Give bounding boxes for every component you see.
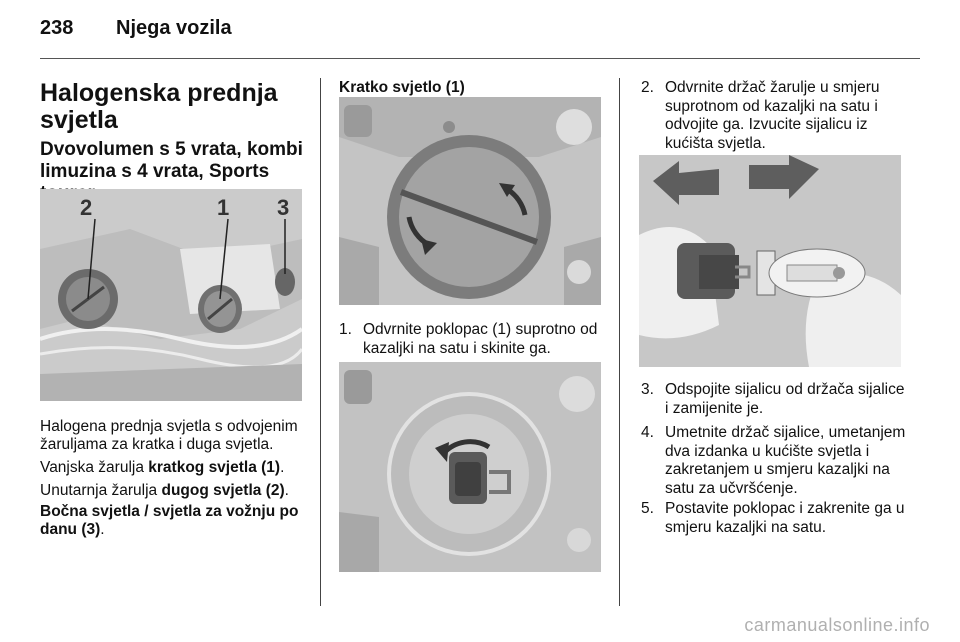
step-2-text: Odvrnite držač žarulje u smjeru suprotno…: [665, 79, 880, 152]
cover-removal-illustration: [339, 97, 601, 305]
header-rule: [40, 58, 920, 59]
step-5: 5. Postavite poklopac i zakrenite ga u s…: [641, 500, 907, 537]
step-4-text: Umetnite držač sijalice, umetanjem dva i…: [665, 424, 906, 497]
callout-2: 2: [80, 195, 93, 220]
side-light-bold: Bočna svjetla / svjetla za vožnju po dan…: [40, 503, 299, 538]
section-title: Njega vozila: [116, 17, 232, 39]
outer-bulb-paragraph: Vanjska žarulja kratkog svjetla (1).: [40, 459, 308, 477]
step-3-number: 3.: [641, 381, 654, 398]
holder-removal-illustration: [339, 362, 601, 572]
headlamp-overview-illustration: 2 1 3: [40, 189, 302, 401]
intro-paragraph: Halogena prednja svjetla s odvojenim žar…: [40, 418, 298, 453]
column-divider-2: [619, 78, 620, 606]
step-2: 2. Odvrnite držač žarulje u smjeru supro…: [641, 79, 907, 153]
step-5-text: Postavite poklopac i zakrenite ga u smje…: [665, 500, 905, 536]
page-number: 238: [40, 17, 74, 39]
inner-bulb-prefix: Unutarnja žarulja: [40, 482, 162, 499]
watermark: carmanualsonline.info: [744, 615, 930, 635]
side-light-period: .: [100, 521, 105, 538]
step-3: 3. Odspojite sijalicu od držača sijalice…: [641, 381, 907, 418]
callout-3: 3: [277, 195, 290, 220]
outer-bulb-prefix: Vanjska žarulja: [40, 459, 149, 476]
step-1: 1. Odvrnite poklopac (1) suprotno od kaz…: [339, 321, 605, 358]
inner-bulb-paragraph: Unutarnja žarulja dugog svjetla (2).: [40, 482, 308, 500]
column-divider-1: [320, 78, 321, 606]
side-light-paragraph: Bočna svjetla / svjetla za vožnju po dan…: [40, 503, 308, 539]
outer-bulb-period: .: [280, 459, 285, 476]
callout-1: 1: [217, 195, 230, 220]
bulb-removal-illustration: [639, 155, 901, 367]
step-5-number: 5.: [641, 500, 654, 517]
outer-bulb-bold: kratkog svjetla (1): [148, 459, 281, 476]
step-2-number: 2.: [641, 79, 654, 96]
inner-bulb-bold: dugog svjetla (2): [161, 482, 285, 499]
step-4-number: 4.: [641, 424, 654, 441]
step-4: 4. Umetnite držač sijalice, umetanjem dv…: [641, 424, 907, 498]
step-1-number: 1.: [339, 321, 352, 338]
inner-bulb-period: .: [284, 482, 289, 499]
page-heading: Halogenska prednja svjetla: [40, 79, 278, 134]
page-header: 238 Njega vozila: [40, 17, 232, 40]
step-1-text: Odvrnite poklopac (1) suprotno od kazalj…: [363, 321, 598, 357]
middle-heading: Kratko svjetlo (1): [339, 79, 465, 96]
step-3-text: Odspojite sijalicu od držača sijalice i …: [665, 381, 905, 417]
